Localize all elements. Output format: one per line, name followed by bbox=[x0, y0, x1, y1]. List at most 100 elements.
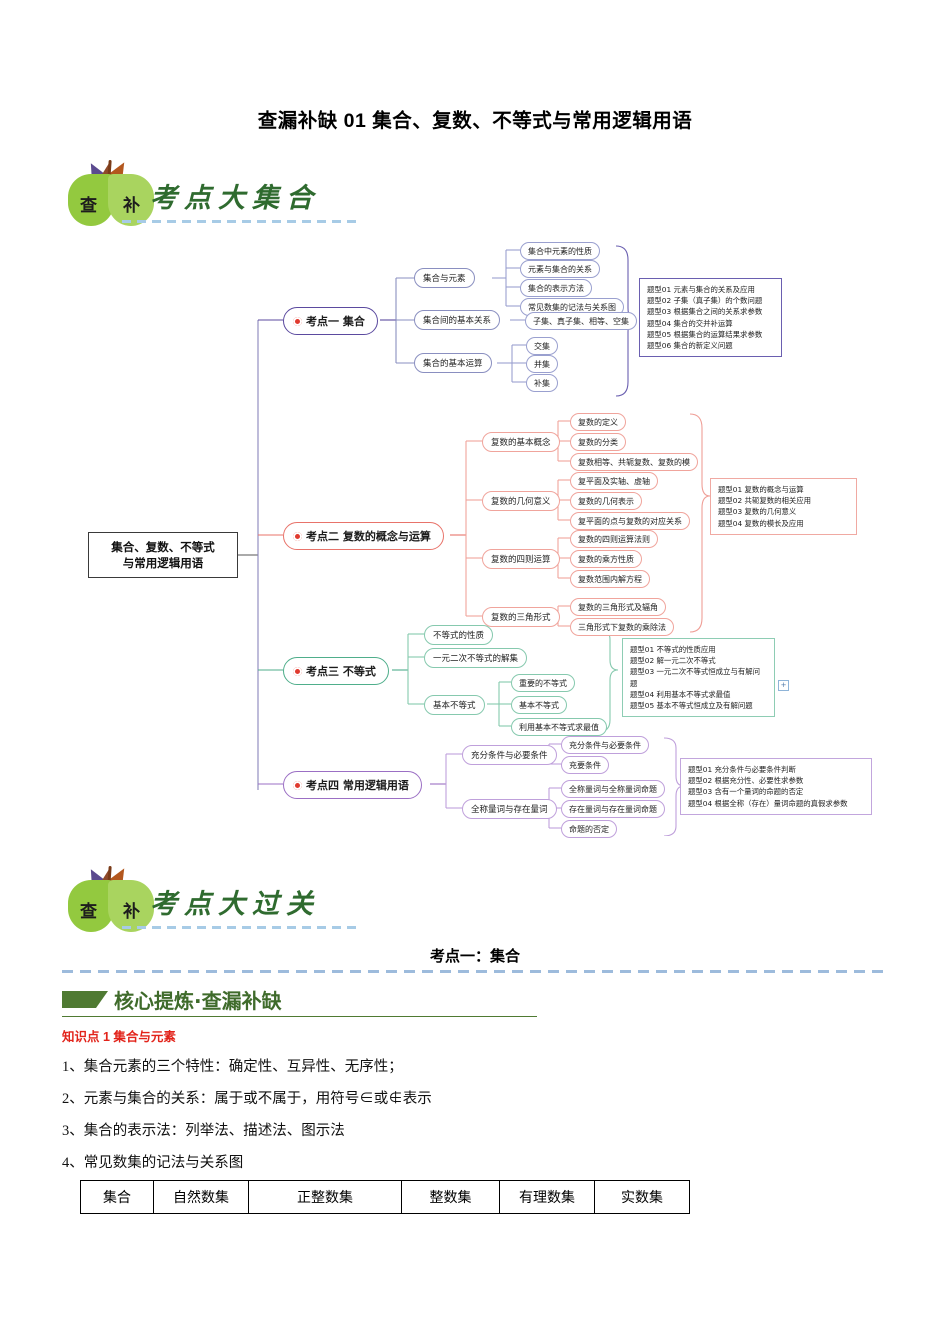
table-cell: 有理数集 bbox=[499, 1180, 595, 1214]
mindmap-sub-node[interactable]: 复数的几何意义 bbox=[482, 491, 560, 511]
topic-list-item: 题型04 利用基本不等式求最值 bbox=[630, 689, 731, 699]
body-line-3: 3、集合的表示法：列举法、描述法、图示法 bbox=[62, 1123, 345, 1139]
mindmap-sub-node[interactable]: 集合与元素 bbox=[414, 268, 475, 288]
topic-list-item: 题型04 复数的模长及应用 bbox=[718, 518, 804, 528]
body-line-1: 1、集合元素的三个特性：确定性、互异性、无序性； bbox=[62, 1059, 403, 1075]
topic-list-item: 题型02 子集（真子集）的个数问题 bbox=[647, 296, 763, 306]
mindmap-sub-node[interactable]: 全称量词与存在量词 bbox=[462, 799, 557, 819]
mindmap-leaf-node[interactable]: 复数的定义 bbox=[570, 413, 626, 431]
mindmap-sub-node[interactable]: 不等式的性质 bbox=[424, 625, 494, 645]
mindmap-leaf-node[interactable]: 复数范围内解方程 bbox=[570, 570, 650, 588]
bullet-icon bbox=[293, 781, 302, 790]
bullet-icon bbox=[293, 317, 302, 326]
mindmap-leaf-node[interactable]: 基本不等式 bbox=[511, 696, 567, 714]
mindmap-topic-budengshi[interactable]: 考点三 不等式 bbox=[283, 657, 389, 685]
mindmap-topic-jihe[interactable]: 考点一 集合 bbox=[283, 307, 378, 335]
mindmap-leaf-node[interactable]: 复数的三角形式及辐角 bbox=[570, 598, 666, 616]
mindmap-topic-luoji[interactable]: 考点四 常用逻辑用语 bbox=[283, 771, 422, 799]
topic-list-item: 题型02 共轭复数的相关应用 bbox=[718, 496, 812, 506]
table-cell: 正整数集 bbox=[248, 1180, 402, 1214]
badge-char-left: 查 bbox=[80, 902, 97, 922]
mindmap-sub-node[interactable]: 集合间的基本关系 bbox=[414, 310, 501, 330]
table-cell: 自然数集 bbox=[153, 1180, 249, 1214]
mindmap-leaf-node[interactable]: 元素与集合的关系 bbox=[520, 260, 600, 278]
topic-label: 考点二 复数的概念与运算 bbox=[306, 530, 431, 543]
expand-button[interactable]: + bbox=[778, 680, 789, 691]
mindmap-root-node[interactable]: 集合、复数、不等式 与常用逻辑用语 bbox=[88, 532, 238, 578]
section-heading: 考点一：集合 bbox=[429, 948, 520, 965]
core-extract-header: 核心提炼·查漏补缺 bbox=[62, 985, 542, 1021]
badge-char-right: 补 bbox=[123, 196, 140, 216]
mindmap-leaf-node[interactable]: 补集 bbox=[526, 374, 558, 392]
mindmap-leaf-node[interactable]: 充分条件与必要条件 bbox=[561, 736, 649, 754]
mindmap-sub-node[interactable]: 复数的四则运算 bbox=[482, 549, 560, 569]
mindmap-topic-fushu[interactable]: 考点二 复数的概念与运算 bbox=[283, 522, 444, 550]
mindmap-leaf-node[interactable]: 全称量词与全称量词命题 bbox=[561, 780, 665, 798]
mindmap-leaf-node[interactable]: 充要条件 bbox=[561, 756, 609, 774]
mindmap-leaf-node[interactable]: 子集、真子集、相等、空集 bbox=[525, 312, 637, 330]
banner-dashed-rule bbox=[122, 926, 362, 929]
topic-list-box-jihe: 题型01 元素与集合的关系及应用 题型02 子集（真子集）的个数问题 题型03 … bbox=[639, 278, 782, 358]
root-line-1: 集合、复数、不等式 bbox=[111, 540, 215, 554]
topic-list-item: 题型03 根据集合之间的关系求参数 bbox=[647, 307, 763, 317]
topic-list-item: 题型04 集合的交并补运算 bbox=[647, 318, 733, 328]
mindmap-sub-node[interactable]: 复数的基本概念 bbox=[482, 432, 560, 452]
body-line-4: 4、常见数集的记法与关系图 bbox=[62, 1155, 244, 1171]
banner-text: 考点大过关 bbox=[150, 889, 320, 920]
apple-logo-icon: 查 补 bbox=[62, 863, 158, 932]
topic-list-item: 题型03 一元二次不等式恒成立与有解问题 bbox=[630, 667, 761, 688]
banner-dashed-rule bbox=[122, 220, 362, 223]
mindmap-leaf-node[interactable]: 交集 bbox=[526, 337, 558, 355]
mindmap-leaf-node[interactable]: 复平面及实轴、虚轴 bbox=[570, 472, 658, 490]
topic-list-item: 题型01 不等式的性质应用 bbox=[630, 645, 716, 654]
banner-kaodian-daji: 查 补 考点大集合 bbox=[62, 157, 392, 232]
number-sets-table: 集合 自然数集 正整数集 整数集 有理数集 实数集 bbox=[80, 1180, 690, 1214]
apple-logo-icon: 查 补 bbox=[62, 157, 158, 226]
topic-list-item: 题型05 根据集合的运算结果求参数 bbox=[647, 329, 763, 339]
topic-list-item: 题型02 根据充分性、必要性求参数 bbox=[688, 776, 804, 786]
badge-char-left: 查 bbox=[80, 196, 97, 216]
topic-label: 考点三 不等式 bbox=[306, 665, 376, 678]
topic-list-item: 题型01 元素与集合的关系及应用 bbox=[647, 285, 755, 294]
mindmap-leaf-node[interactable]: 复数的四则运算法则 bbox=[570, 530, 658, 548]
mindmap-leaf-node[interactable]: 存在量词与存在量词命题 bbox=[561, 800, 665, 818]
mindmap-leaf-node[interactable]: 复数相等、共轭复数、复数的模 bbox=[570, 453, 698, 471]
mindmap-leaf-node[interactable]: 重要的不等式 bbox=[511, 674, 575, 692]
mindmap-sub-node[interactable]: 一元二次不等式的解集 bbox=[424, 648, 528, 668]
mindmap-sub-node[interactable]: 充分条件与必要条件 bbox=[462, 745, 557, 765]
page-title: 查漏补缺 01 集合、复数、不等式与常用逻辑用语 bbox=[257, 110, 693, 132]
mindmap-sub-node[interactable]: 复数的三角形式 bbox=[482, 607, 560, 627]
root-line-2: 与常用逻辑用语 bbox=[122, 556, 204, 570]
bullet-icon bbox=[293, 532, 302, 541]
topic-list-item: 题型04 根据全称（存在）量词命题的真假求参数 bbox=[688, 798, 848, 808]
topic-list-item: 题型02 解一元二次不等式 bbox=[630, 656, 716, 666]
topic-label: 考点一 集合 bbox=[306, 315, 365, 328]
topic-list-item: 题型03 含有一个量词的命题的否定 bbox=[688, 787, 804, 797]
table-cell: 集合 bbox=[80, 1180, 154, 1214]
topic-list-item: 题型01 复数的概念与运算 bbox=[718, 485, 804, 494]
mindmap-leaf-node[interactable]: 并集 bbox=[526, 355, 558, 373]
mindmap-leaf-node[interactable]: 命题的否定 bbox=[561, 820, 617, 838]
body-line-2: 2、元素与集合的关系：属于或不属于，用符号∈或∉表示 bbox=[62, 1091, 432, 1107]
header-block-shape bbox=[62, 991, 96, 1008]
mindmap-leaf-node[interactable]: 复平面的点与复数的对应关系 bbox=[570, 512, 690, 530]
table-cell: 实数集 bbox=[594, 1180, 690, 1214]
mindmap-sub-node[interactable]: 基本不等式 bbox=[424, 695, 485, 715]
mindmap-sub-node[interactable]: 集合的基本运算 bbox=[414, 353, 492, 373]
topic-label: 考点四 常用逻辑用语 bbox=[306, 779, 409, 792]
topic-list-item: 题型06 集合的新定义问题 bbox=[647, 341, 733, 351]
mindmap-leaf-node[interactable]: 三角形式下复数的乘除法 bbox=[570, 618, 674, 636]
mindmap-leaf-node[interactable]: 利用基本不等式求最值 bbox=[511, 718, 607, 736]
mindmap-leaf-node[interactable]: 集合中元素的性质 bbox=[520, 242, 600, 260]
mindmap-leaf-node[interactable]: 复数的乘方性质 bbox=[570, 550, 642, 568]
banner-kaodian-daguoguan: 查 补 考点大过关 bbox=[62, 863, 392, 938]
mindmap-leaf-node[interactable]: 复数的几何表示 bbox=[570, 492, 642, 510]
mindmap: 集合、复数、不等式 与常用逻辑用语 考点一 集合 集合与元素 集合间的基本关系 … bbox=[0, 236, 950, 838]
mindmap-leaf-node[interactable]: 复数的分类 bbox=[570, 433, 626, 451]
core-extract-title: 核心提炼·查漏补缺 bbox=[114, 989, 282, 1013]
topic-list-item: 题型03 复数的几何意义 bbox=[718, 507, 797, 517]
mindmap-leaf-node[interactable]: 集合的表示方法 bbox=[520, 279, 592, 297]
table-cell: 整数集 bbox=[401, 1180, 500, 1214]
mindmap-leaf-node[interactable]: 常见数集的记法与关系图 bbox=[520, 298, 624, 316]
